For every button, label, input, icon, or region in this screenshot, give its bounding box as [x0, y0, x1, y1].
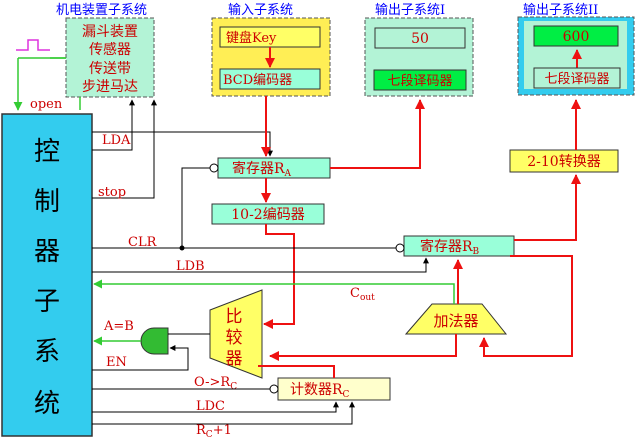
electromech-line-3: 传送带	[89, 61, 131, 77]
output1-display-value: 50	[411, 31, 429, 47]
output2-title: 输出子系统II	[523, 2, 598, 18]
comparator-block	[209, 289, 263, 379]
controller-char-6: 统	[34, 389, 60, 419]
register-a-label: 寄存器RA	[232, 160, 292, 179]
output1-subsystem: 50 七段译码器	[364, 17, 474, 97]
ldc-line	[92, 401, 339, 413]
comparator-char-1: 比	[226, 307, 243, 327]
input-subsystem: 键盘Key BCD编码器	[211, 17, 331, 97]
ldc-label: LDC	[196, 399, 225, 414]
output1-decoder-label: 七段译码器	[387, 74, 452, 89]
register-a-to-output1-arrow	[330, 99, 425, 169]
controller-char-4: 子	[34, 287, 60, 317]
cout-line	[93, 279, 455, 304]
adder-block	[404, 303, 508, 335]
and-gate-icon	[140, 327, 169, 355]
comparator-char-3: 器	[226, 349, 243, 369]
controller-block: 控 制 器 子 系 统	[1, 113, 93, 437]
output2-decoder-block	[533, 67, 621, 89]
controller-char-3: 器	[34, 237, 60, 267]
counter-clr-bubble	[269, 384, 279, 394]
comparator-char-2: 较	[226, 328, 243, 348]
en-label: EN	[106, 355, 127, 370]
controller-char-5: 系	[34, 337, 60, 367]
converter-2-10-label: 2-10转换器	[527, 153, 600, 170]
encoder-10-2-label: 10-2编码器	[231, 207, 304, 223]
output2-display	[533, 25, 619, 47]
ldb-line	[92, 257, 429, 273]
register-b-feedback-arrow	[479, 255, 573, 357]
adder-to-comparator-arrow	[269, 334, 457, 361]
bcd-encoder-block	[219, 68, 321, 90]
clr-label: CLR	[128, 235, 158, 250]
open-label: open	[30, 97, 63, 112]
counter-to-comparator-arrow	[258, 365, 335, 378]
output1-display	[374, 27, 466, 49]
clock-pulse-icon	[16, 39, 50, 51]
output2-subsystem: 600 七段译码器	[517, 16, 635, 96]
output1-title: 输出子系统I	[375, 2, 445, 18]
electromech-subsystem: 漏斗装置 传感器 传送带 步进马达	[65, 17, 155, 98]
encoder-10-2-block	[211, 203, 325, 225]
ctrl-to-electromech-2	[92, 99, 157, 199]
counter-label: 计数器RC	[290, 382, 350, 400]
a-eq-b-label: A=B	[103, 319, 134, 334]
ldb-label: LDB	[176, 259, 205, 274]
electromech-line-4: 步进马达	[82, 79, 138, 95]
bcd-encoder-label: BCD编码器	[223, 73, 292, 88]
rc-plus1-label: RC+1	[196, 423, 232, 440]
register-a-clr-bubble	[209, 163, 219, 173]
electromech-line-2: 传感器	[89, 41, 131, 58]
encoder-to-comparator-arrow	[263, 224, 295, 329]
output1-decoder-block	[373, 69, 467, 91]
zero-rc-label: O->RC	[194, 375, 237, 392]
input-title: 输入子系统	[228, 2, 293, 18]
adder-label: 加法器	[433, 312, 478, 330]
cout-label: Cout	[350, 286, 375, 303]
controller-char-1: 控	[34, 137, 60, 167]
controller-char-2: 制	[34, 187, 60, 217]
register-b-label: 寄存器RB	[420, 238, 480, 257]
electromech-line-1: 漏斗装置	[82, 24, 138, 40]
ctrl-to-electromech-1	[92, 99, 135, 151]
stop-label: stop	[98, 185, 126, 200]
output2-display-value: 600	[563, 29, 590, 45]
rc-plus1-line	[92, 401, 355, 425]
register-b-to-converter-arrow	[514, 174, 581, 241]
electromech-title: 机电装置子系统	[56, 3, 147, 18]
clr-to-register-a	[181, 167, 210, 248]
keyboard-label: 键盘Key	[226, 30, 277, 46]
lda-label: LDA	[102, 133, 131, 148]
register-b-clr-bubble	[395, 243, 405, 253]
clr-junction-dot	[179, 245, 185, 251]
en-line	[92, 345, 189, 371]
output2-decoder-label: 七段译码器	[544, 72, 609, 87]
converter-2-10-block	[509, 149, 619, 173]
